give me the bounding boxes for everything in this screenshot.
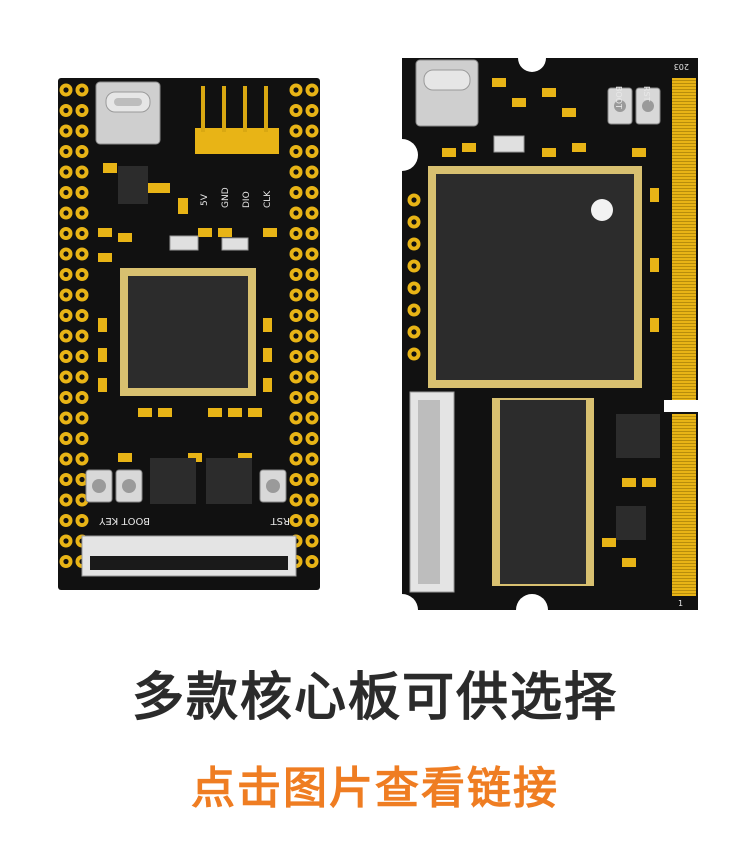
passive-components-left xyxy=(98,163,277,462)
edge-connector-bottom xyxy=(672,414,696,596)
small-chip-right xyxy=(616,414,660,458)
boot-button-left[interactable] xyxy=(85,469,113,503)
core-board-left[interactable]: 5V GND DIO CLK BOOT KEY xyxy=(58,78,320,590)
rst-label-right: RST xyxy=(642,86,651,102)
reset-button-left[interactable] xyxy=(259,469,287,503)
header-label-gnd: GND xyxy=(221,187,231,208)
edge-label-203: 203 xyxy=(674,62,689,71)
castellated-pads-left xyxy=(59,83,319,568)
core-board-right[interactable]: 203 1 BOOT RST xyxy=(402,58,698,610)
fpc-connector-right xyxy=(409,391,455,593)
reset-button-right[interactable] xyxy=(635,87,661,125)
voltage-regulator xyxy=(118,166,148,204)
flash-chip-2 xyxy=(206,458,252,504)
headline-subtitle: 点击图片查看链接 xyxy=(191,763,559,814)
regulator-right xyxy=(616,506,646,540)
crystal-2 xyxy=(221,237,249,251)
sdram-chip xyxy=(492,398,594,586)
header-label-dio: DIO xyxy=(242,191,252,208)
crystal-1 xyxy=(169,235,199,251)
headline-title: 多款核心板可供选择 xyxy=(131,668,618,728)
boot-button-right[interactable] xyxy=(607,87,633,125)
key-button[interactable] xyxy=(115,469,143,503)
header-label-clk: CLK xyxy=(263,190,273,208)
boot-key-label: BOOT KEY xyxy=(98,515,150,526)
flash-chip-1 xyxy=(150,458,196,504)
pin-header xyxy=(195,86,279,154)
side-pads-right xyxy=(407,193,421,361)
rst-label-left: RST xyxy=(270,515,290,526)
fpc-connector-left xyxy=(81,535,297,577)
mcu-chip-left xyxy=(120,268,256,396)
passive-components-right xyxy=(442,78,659,567)
edge-label-1: 1 xyxy=(678,599,683,608)
crystal-right xyxy=(493,135,525,153)
header-label-5v: 5V xyxy=(200,193,210,206)
boot-label-right: BOOT xyxy=(614,86,623,109)
usb-c-port-left xyxy=(95,81,161,145)
mcu-chip-right xyxy=(428,166,642,388)
edge-connector-lines xyxy=(672,80,696,594)
